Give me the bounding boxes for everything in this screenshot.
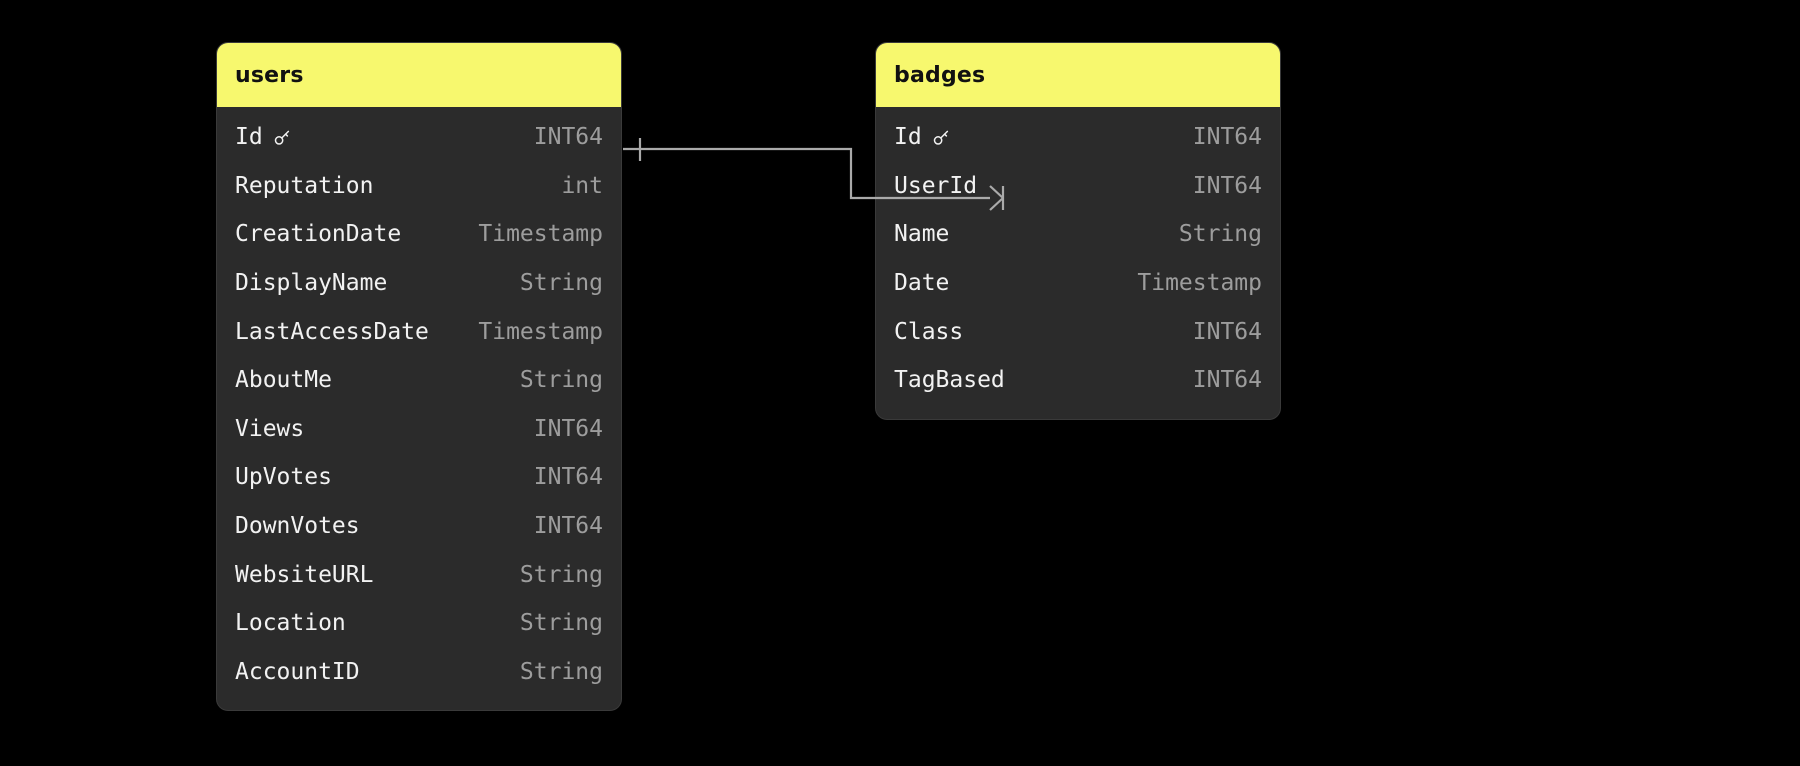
erd-column-name-label: AboutMe: [235, 367, 332, 394]
erd-column-name-label: DownVotes: [235, 513, 360, 540]
erd-column-name-label: CreationDate: [235, 221, 402, 248]
erd-column-row[interactable]: Id INT64: [876, 113, 1280, 162]
erd-column-type: String: [519, 561, 603, 588]
erd-column-type: INT64: [533, 464, 603, 491]
erd-column-row[interactable]: DownVotes INT64: [217, 502, 621, 551]
erd-column-name: AboutMe: [235, 367, 332, 393]
key-icon: [931, 128, 951, 148]
erd-column-row[interactable]: LastAccessDate Timestamp: [217, 307, 621, 356]
erd-column-row[interactable]: WebsiteURL String: [217, 550, 621, 599]
erd-column-type: INT64: [1192, 172, 1262, 199]
erd-table-title-badges: badges: [876, 43, 1280, 107]
erd-column-name: Date: [894, 270, 949, 296]
erd-column-type: INT64: [1192, 367, 1262, 394]
erd-column-name: Views: [235, 416, 304, 442]
key-icon: [272, 128, 292, 148]
erd-column-name: AccountID: [235, 659, 360, 685]
erd-column-name: DownVotes: [235, 513, 360, 539]
erd-column-name-label: DisplayName: [235, 270, 388, 297]
erd-column-type: String: [519, 610, 603, 637]
erd-column-row[interactable]: Location String: [217, 599, 621, 648]
erd-column-type: INT64: [1192, 124, 1262, 151]
erd-column-row[interactable]: CreationDate Timestamp: [217, 210, 621, 259]
erd-column-name-label: Reputation: [235, 172, 374, 199]
erd-column-name: Id: [894, 124, 951, 150]
erd-column-type: String: [1178, 221, 1262, 248]
erd-column-name-label: Date: [894, 270, 950, 297]
erd-column-type: String: [519, 367, 603, 394]
erd-column-name-label: Id: [235, 124, 263, 151]
erd-column-name-label: WebsiteURL: [235, 561, 374, 588]
erd-table-title-users: users: [217, 43, 621, 107]
erd-column-type: int: [561, 172, 603, 199]
erd-column-type: Timestamp: [1137, 270, 1262, 297]
erd-column-row[interactable]: Id INT64: [217, 113, 621, 162]
erd-column-type: String: [519, 658, 603, 685]
erd-column-row[interactable]: UserId INT64: [876, 162, 1280, 211]
erd-column-type: INT64: [533, 415, 603, 442]
erd-column-name: Name: [894, 221, 949, 247]
erd-column-name: CreationDate: [235, 221, 401, 247]
erd-column-name: Reputation: [235, 173, 373, 199]
erd-column-name: UpVotes: [235, 464, 332, 490]
erd-column-row[interactable]: DisplayName String: [217, 259, 621, 308]
erd-column-row[interactable]: Reputation int: [217, 162, 621, 211]
erd-column-row[interactable]: Views INT64: [217, 405, 621, 454]
erd-column-name: Id: [235, 124, 292, 150]
erd-column-type: INT64: [533, 513, 603, 540]
erd-column-name-label: UpVotes: [235, 464, 332, 491]
erd-column-name: DisplayName: [235, 270, 387, 296]
erd-column-row[interactable]: TagBased INT64: [876, 356, 1280, 405]
erd-column-name-label: UserId: [894, 172, 978, 199]
erd-column-row[interactable]: Date Timestamp: [876, 259, 1280, 308]
erd-column-name: UserId: [894, 173, 977, 199]
erd-column-name: LastAccessDate: [235, 319, 429, 345]
erd-column-name-label: TagBased: [894, 367, 1005, 394]
erd-column-name-label: Views: [235, 415, 305, 442]
erd-column-row[interactable]: Name String: [876, 210, 1280, 259]
erd-column-name: Class: [894, 319, 963, 345]
erd-column-row[interactable]: AboutMe String: [217, 356, 621, 405]
erd-column-type: INT64: [533, 124, 603, 151]
erd-column-type: Timestamp: [478, 318, 603, 345]
erd-column-name-label: LastAccessDate: [235, 318, 429, 345]
erd-column-name: Location: [235, 610, 346, 636]
erd-column-type: INT64: [1192, 318, 1262, 345]
erd-column-name-label: Id: [894, 124, 922, 151]
erd-column-name: TagBased: [894, 367, 1005, 393]
erd-column-name-label: Name: [894, 221, 950, 248]
erd-column-type: Timestamp: [478, 221, 603, 248]
erd-column-name-label: AccountID: [235, 658, 360, 685]
erd-column-name-label: Location: [235, 610, 346, 637]
erd-column-name: WebsiteURL: [235, 562, 373, 588]
erd-column-row[interactable]: AccountID String: [217, 648, 621, 697]
erd-column-type: String: [519, 270, 603, 297]
erd-column-row[interactable]: UpVotes INT64: [217, 453, 621, 502]
erd-column-name-label: Class: [894, 318, 964, 345]
erd-column-row[interactable]: Class INT64: [876, 307, 1280, 356]
